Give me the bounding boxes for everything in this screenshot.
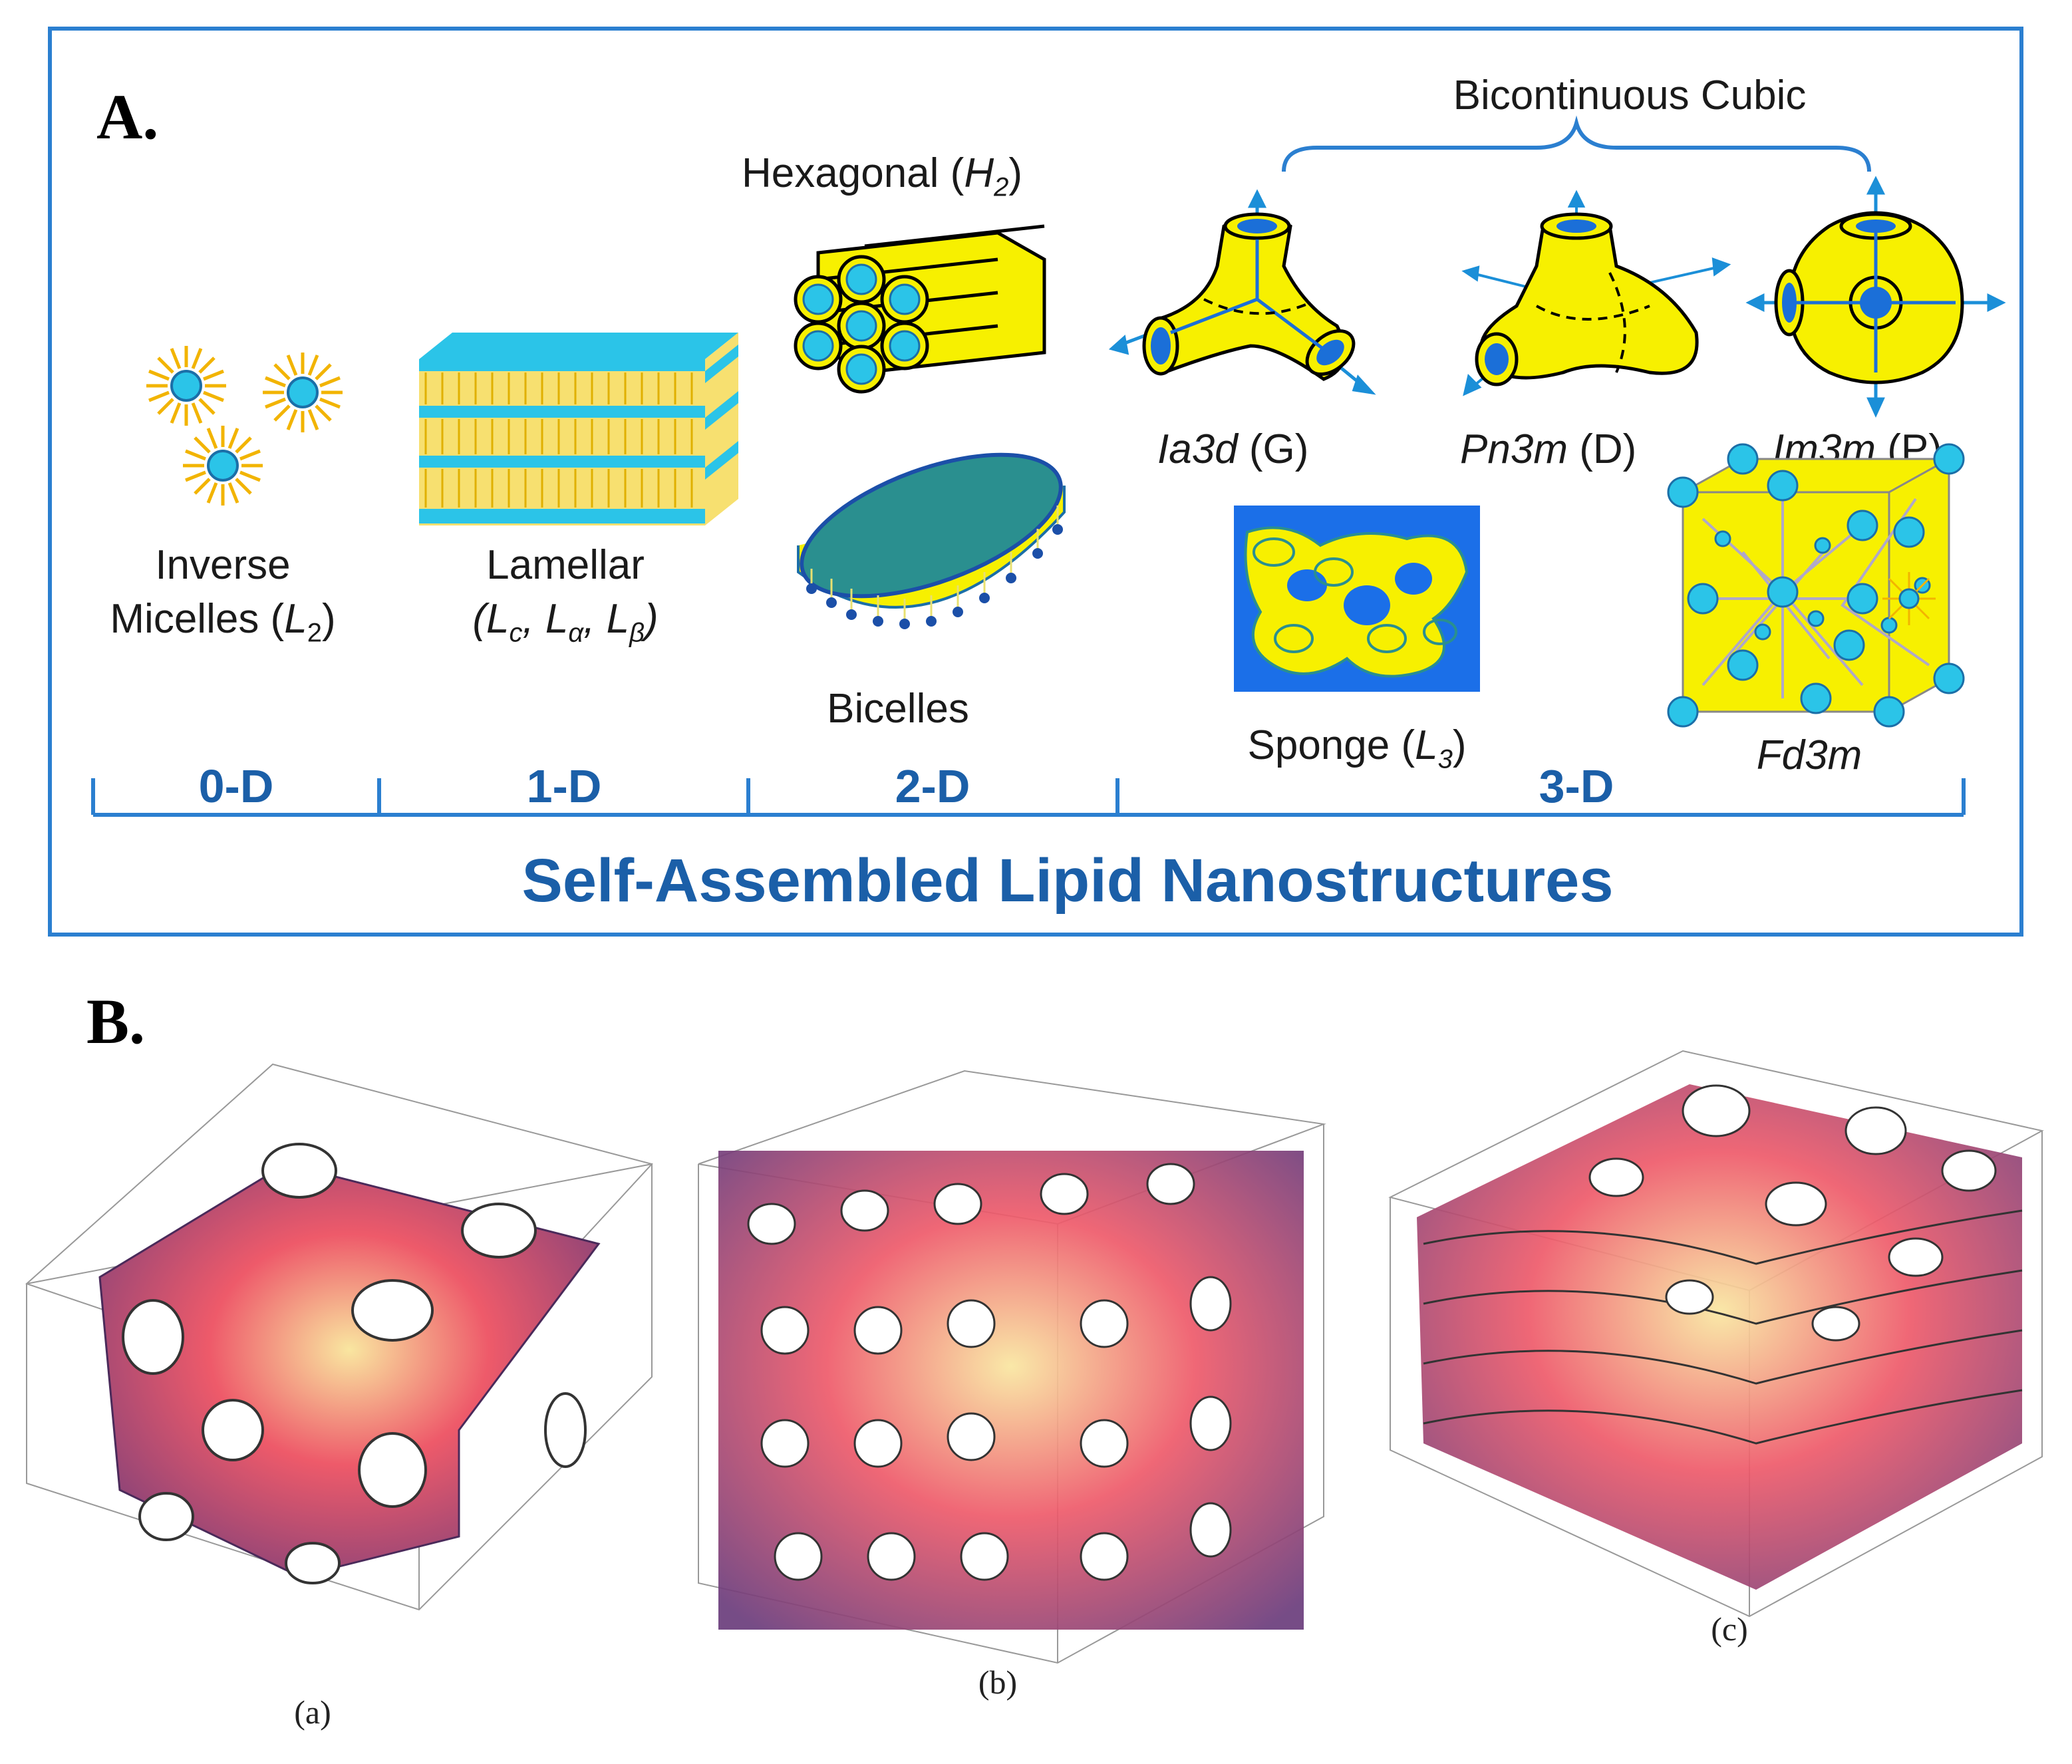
cubic-d-label: Pn3m (D) [1460,426,1637,472]
panel-a-frame [48,27,2023,937]
caption-b: (b) [978,1664,1018,1701]
cubic-g-label: Ia3d (G) [1157,426,1309,472]
fd3m-illustration [1667,443,1965,728]
dimension-2d: 2-D [895,760,970,812]
bicelles-illustration [797,452,1066,629]
cubic-g-illustration [1108,189,1376,395]
caption-c: (c) [1711,1610,1748,1648]
cubic-d-illustration [1461,190,1731,396]
panel-b-letter: B. [86,986,146,1057]
lamellar-illustration [419,333,738,525]
dimension-1d: 1-D [526,760,602,812]
lamellar-label: Lamellar (Lc, Lα, Lβ) [472,542,659,647]
panel-a-footer: Self-Assembled Lipid Nanostructures [521,847,1614,915]
bicelles-label: Bicelles [827,686,969,732]
dimension-3d: 3-D [1539,760,1614,812]
panel-a-letter: A. [96,81,159,152]
surface-c-plot [1388,1050,2044,1618]
hexagonal-illustration [794,224,1046,394]
sponge-label: Sponge (L3) [1247,722,1467,774]
caption-a: (a) [294,1693,331,1731]
surface-a-plot [25,1063,653,1611]
surface-b-plot [698,1070,1326,1664]
sponge-illustration [1234,506,1480,692]
cubic-p-illustration [1745,176,2006,418]
bicontinuous-cubic-label: Bicontinuous Cubic [1453,73,1807,118]
dimension-0d: 0-D [198,760,274,812]
hexagonal-label: Hexagonal (H2) [742,150,1022,202]
inverse-micelles-label: Inverse Micelles (L2) [110,542,336,647]
inverse-micelles-illustration [146,346,343,506]
fd3m-label: Fd3m [1756,732,1862,778]
